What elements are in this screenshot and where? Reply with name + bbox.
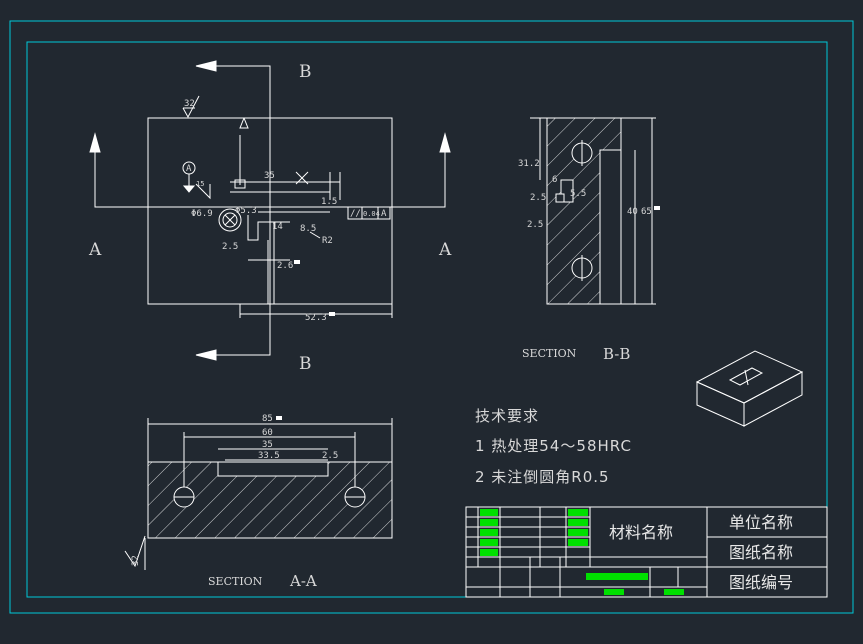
bb-dim-5-5-label: 5.5 xyxy=(570,189,586,199)
isometric-view[interactable] xyxy=(695,350,804,427)
bb-section-label: SECTION xyxy=(522,347,577,360)
dim-1-5: 1.5 xyxy=(321,197,337,207)
datum-letter: A xyxy=(186,164,192,174)
aa-dim-85-label: 85 xyxy=(262,414,273,424)
section-letter-top: B xyxy=(299,62,312,82)
outer-border xyxy=(9,20,854,614)
iso-side xyxy=(743,371,803,427)
marker-52-3 xyxy=(329,312,335,316)
title-block-text: 材料名称 单位名称 图纸名称 图纸编号 xyxy=(609,513,793,592)
marker-15-label: 15 xyxy=(196,180,204,188)
aa-marker xyxy=(276,416,282,420)
tb-drawing-name: 图纸名称 xyxy=(729,543,793,562)
aa-roughness-value: 32 xyxy=(131,555,141,566)
bb-marker xyxy=(654,206,660,210)
bb-dim-2-5a-label: 2.5 xyxy=(530,193,546,203)
dim-phi-6-9: Φ6.9 xyxy=(191,209,213,219)
dim-2-6: 2.6 xyxy=(277,261,293,271)
aa-slot xyxy=(217,461,329,477)
aa-section-name: A-A xyxy=(289,572,317,590)
front-view[interactable] xyxy=(89,60,451,361)
front-view-text: B B A A 32 A 35 1.5 Φ6.9 Φ5.3 14 8.5 R2 … xyxy=(88,62,452,374)
inner-border xyxy=(26,41,828,598)
marker-2-6 xyxy=(294,260,300,264)
dim-14: 14 xyxy=(272,222,283,232)
small-box xyxy=(234,179,246,189)
aa-dim-60-label: 60 xyxy=(262,428,273,438)
bb-dim-2-5b-label: 2.5 xyxy=(527,220,543,230)
bb-dim-65-label: 65 xyxy=(641,207,652,217)
iso-top xyxy=(695,350,804,404)
bb-dim-6-label: 6 xyxy=(552,175,557,185)
section-b-line xyxy=(215,65,271,356)
tech-item-1: 1 热处理54～58HRC xyxy=(475,437,632,455)
aa-dim-35-label: 35 xyxy=(262,440,273,450)
dim-8-5: 8.5 xyxy=(300,224,316,234)
roughness-mark xyxy=(182,95,200,119)
tolerance-symbol: // xyxy=(350,209,361,219)
section-letter-left: A xyxy=(88,240,102,260)
r2-leader xyxy=(309,231,321,239)
dim-2-5: 2.5 xyxy=(222,242,238,252)
bb-dim-40-label: 40 xyxy=(627,207,638,217)
section-letter-bottom: B xyxy=(299,354,312,374)
section-aa-view[interactable] xyxy=(124,418,393,570)
bb-groove xyxy=(599,149,622,305)
section-a-line xyxy=(94,150,446,208)
arrow-b-bottom xyxy=(195,349,217,361)
bb-section-name: B-B xyxy=(603,345,630,363)
hole-inner xyxy=(222,212,238,228)
channel-1 xyxy=(247,215,290,241)
section-bb-text: 31.2 6 2.5 5.5 2.5 40 65 SECTION B-B xyxy=(518,159,652,363)
bb-dim-31-2-label: 31.2 xyxy=(518,159,540,169)
tolerance-frame xyxy=(347,206,391,220)
tech-requirements: 技术要求 1 热处理54～58HRC 2 未注倒圆角R0.5 xyxy=(475,407,632,486)
iso-front xyxy=(696,381,745,427)
cross-2 xyxy=(295,171,309,185)
dim-35: 35 xyxy=(264,171,275,181)
marker-15 xyxy=(195,183,211,200)
title-block[interactable] xyxy=(465,506,828,598)
tech-item-2: 2 未注倒圆角R0.5 xyxy=(475,468,610,486)
tech-title: 技术要求 xyxy=(475,407,539,425)
tb-drawing-no: 图纸编号 xyxy=(729,573,793,592)
tb-unit-name: 单位名称 xyxy=(729,513,793,532)
iso-slot-line xyxy=(744,369,749,386)
section-letter-right: A xyxy=(438,240,452,260)
tb-material: 材料名称 xyxy=(609,523,673,542)
section-aa-text: 85 60 35 33.5 2.5 32 SECTION A-A xyxy=(131,414,338,590)
dim-52-3: 52.3 xyxy=(305,313,327,323)
arrow-b-top xyxy=(195,60,217,72)
dim-r2: R2 xyxy=(322,236,333,246)
datum-triangle xyxy=(182,185,196,193)
hole-outer xyxy=(218,208,242,232)
section-bb-view[interactable] xyxy=(530,117,656,305)
aa-roughness-mark xyxy=(124,535,146,568)
bb-step xyxy=(555,193,565,203)
iso-slot xyxy=(728,367,764,386)
hole-x2 xyxy=(224,214,236,226)
roughness-value: 32 xyxy=(184,99,195,109)
dim-phi-5-3: Φ5.3 xyxy=(235,206,257,216)
tb-frame xyxy=(465,506,828,598)
tolerance-datum: A xyxy=(381,209,387,219)
aa-dim-2-5-label: 2.5 xyxy=(322,451,338,461)
aa-dim-33-5-label: 33.5 xyxy=(258,451,280,461)
tb-highlights xyxy=(480,509,684,595)
tolerance-value: 0.04 xyxy=(363,210,380,218)
y-mark xyxy=(239,117,249,129)
aa-section-label: SECTION xyxy=(208,575,263,588)
arrow-a-right xyxy=(439,132,451,153)
arrow-a-left xyxy=(89,132,101,153)
